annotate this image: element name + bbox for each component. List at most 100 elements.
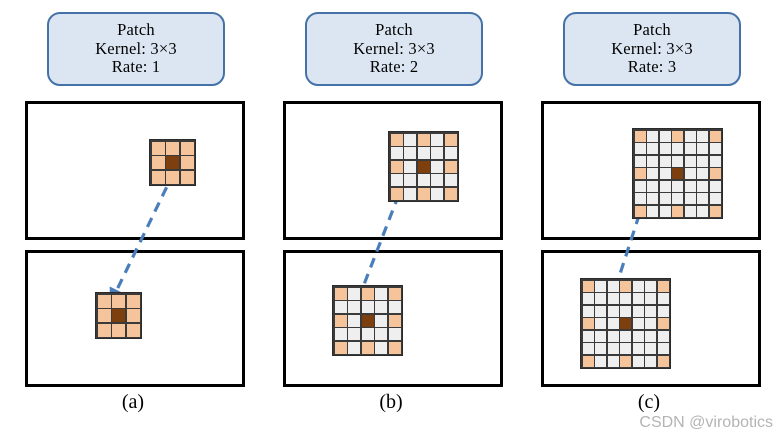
kernel-inactive-cell bbox=[390, 174, 403, 186]
kernel-inactive-cell bbox=[632, 293, 644, 304]
kernel-inactive-cell bbox=[647, 143, 658, 154]
kernel-grid-top-a bbox=[149, 139, 196, 186]
kernel-inactive-cell bbox=[645, 355, 656, 367]
kernel-active-cell bbox=[112, 294, 125, 308]
kernel-active-cell bbox=[390, 133, 403, 146]
kernel-inactive-cell bbox=[632, 343, 644, 354]
kernel-active-cell bbox=[180, 156, 194, 169]
kernel-inactive-cell bbox=[709, 155, 721, 167]
kernel-inactive-cell bbox=[647, 168, 658, 179]
kernel-center-cell bbox=[620, 318, 631, 329]
kernel-inactive-cell bbox=[348, 314, 360, 327]
panel-a: Patch Kernel: 3×3 Rate: 1 (a) bbox=[8, 0, 258, 436]
watermark: CSDN @virobotics bbox=[639, 414, 773, 431]
kernel-inactive-cell bbox=[697, 130, 708, 142]
kernel-active-cell bbox=[334, 314, 347, 327]
patch-title-a: Patch bbox=[117, 19, 155, 39]
kernel-grid-bottom-c bbox=[580, 278, 671, 369]
kernel-inactive-cell bbox=[697, 193, 708, 204]
kernel-active-cell bbox=[582, 355, 594, 367]
kernel-inactive-cell bbox=[632, 355, 644, 367]
kernel-inactive-cell bbox=[647, 130, 658, 142]
kernel-inactive-cell bbox=[361, 301, 374, 313]
kernel-active-cell bbox=[126, 294, 140, 308]
kernel-active-cell bbox=[388, 287, 401, 300]
kernel-active-cell bbox=[388, 314, 401, 327]
kernel-inactive-cell bbox=[444, 147, 457, 159]
kernel-inactive-cell bbox=[709, 143, 721, 154]
kernel-inactive-cell bbox=[697, 155, 708, 167]
kernel-center-cell bbox=[166, 156, 179, 169]
kernel-inactive-cell bbox=[659, 205, 671, 217]
kernel-inactive-cell bbox=[375, 314, 387, 327]
kernel-inactive-cell bbox=[632, 305, 644, 317]
kernel-inactive-cell bbox=[417, 174, 430, 186]
kernel-inactive-cell bbox=[620, 330, 631, 342]
kernel-active-cell bbox=[151, 170, 165, 184]
kernel-inactive-cell bbox=[684, 193, 696, 204]
kernel-grid-bottom-a bbox=[95, 292, 142, 339]
kernel-inactive-cell bbox=[375, 287, 387, 300]
kernel-inactive-cell bbox=[620, 293, 631, 304]
kernel-inactive-cell bbox=[672, 155, 683, 167]
kernel-inactive-cell bbox=[348, 301, 360, 313]
kernel-inactive-cell bbox=[431, 160, 443, 173]
kernel-active-cell bbox=[444, 187, 457, 200]
kernel-center-cell bbox=[672, 168, 683, 179]
kernel-inactive-cell bbox=[657, 343, 669, 354]
kernel-inactive-cell bbox=[659, 180, 671, 192]
kernel-inactive-cell bbox=[697, 168, 708, 179]
kernel-inactive-cell bbox=[431, 147, 443, 159]
kernel-inactive-cell bbox=[444, 174, 457, 186]
kernel-inactive-cell bbox=[634, 193, 646, 204]
kernel-inactive-cell bbox=[404, 174, 416, 186]
kernel-inactive-cell bbox=[647, 180, 658, 192]
kernel-inactive-cell bbox=[595, 355, 606, 367]
kernel-inactive-cell bbox=[672, 193, 683, 204]
kernel-center-cell bbox=[417, 160, 430, 173]
kernel-inactive-cell bbox=[431, 133, 443, 146]
kernel-inactive-cell bbox=[659, 168, 671, 179]
kernel-inactive-cell bbox=[607, 343, 619, 354]
kernel-inactive-cell bbox=[582, 330, 594, 342]
kernel-inactive-cell bbox=[607, 330, 619, 342]
kernel-grid-bottom-b bbox=[332, 285, 403, 356]
panel-c: Patch Kernel: 3×3 Rate: 3 (c) bbox=[524, 0, 774, 436]
patch-kernel-a: Kernel: 3×3 bbox=[95, 38, 177, 58]
kernel-active-cell bbox=[657, 355, 669, 367]
kernel-active-cell bbox=[634, 168, 646, 179]
kernel-active-cell bbox=[180, 170, 194, 184]
kernel-inactive-cell bbox=[582, 293, 594, 304]
kernel-inactive-cell bbox=[634, 155, 646, 167]
kernel-active-cell bbox=[657, 280, 669, 292]
kernel-inactive-cell bbox=[404, 133, 416, 146]
kernel-inactive-cell bbox=[348, 328, 360, 340]
kernel-inactive-cell bbox=[657, 293, 669, 304]
kernel-inactive-cell bbox=[659, 193, 671, 204]
kernel-inactive-cell bbox=[334, 301, 347, 313]
kernel-inactive-cell bbox=[417, 147, 430, 159]
kernel-inactive-cell bbox=[709, 180, 721, 192]
kernel-active-cell bbox=[709, 130, 721, 142]
kernel-inactive-cell bbox=[431, 187, 443, 200]
kernel-inactive-cell bbox=[632, 280, 644, 292]
kernel-inactive-cell bbox=[595, 305, 606, 317]
patch-kernel-c: Kernel: 3×3 bbox=[611, 38, 693, 58]
kernel-active-cell bbox=[390, 160, 403, 173]
kernel-inactive-cell bbox=[632, 318, 644, 329]
kernel-inactive-cell bbox=[672, 143, 683, 154]
kernel-inactive-cell bbox=[620, 305, 631, 317]
kernel-inactive-cell bbox=[645, 343, 656, 354]
kernel-active-cell bbox=[151, 156, 165, 169]
kernel-inactive-cell bbox=[431, 174, 443, 186]
kernel-inactive-cell bbox=[334, 328, 347, 340]
kernel-active-cell bbox=[709, 168, 721, 179]
patch-rate-a: Rate: 1 bbox=[111, 57, 161, 77]
kernel-active-cell bbox=[709, 205, 721, 217]
kernel-inactive-cell bbox=[659, 130, 671, 142]
kernel-inactive-cell bbox=[684, 168, 696, 179]
kernel-inactive-cell bbox=[582, 305, 594, 317]
kernel-inactive-cell bbox=[607, 305, 619, 317]
kernel-inactive-cell bbox=[388, 328, 401, 340]
kernel-inactive-cell bbox=[634, 143, 646, 154]
